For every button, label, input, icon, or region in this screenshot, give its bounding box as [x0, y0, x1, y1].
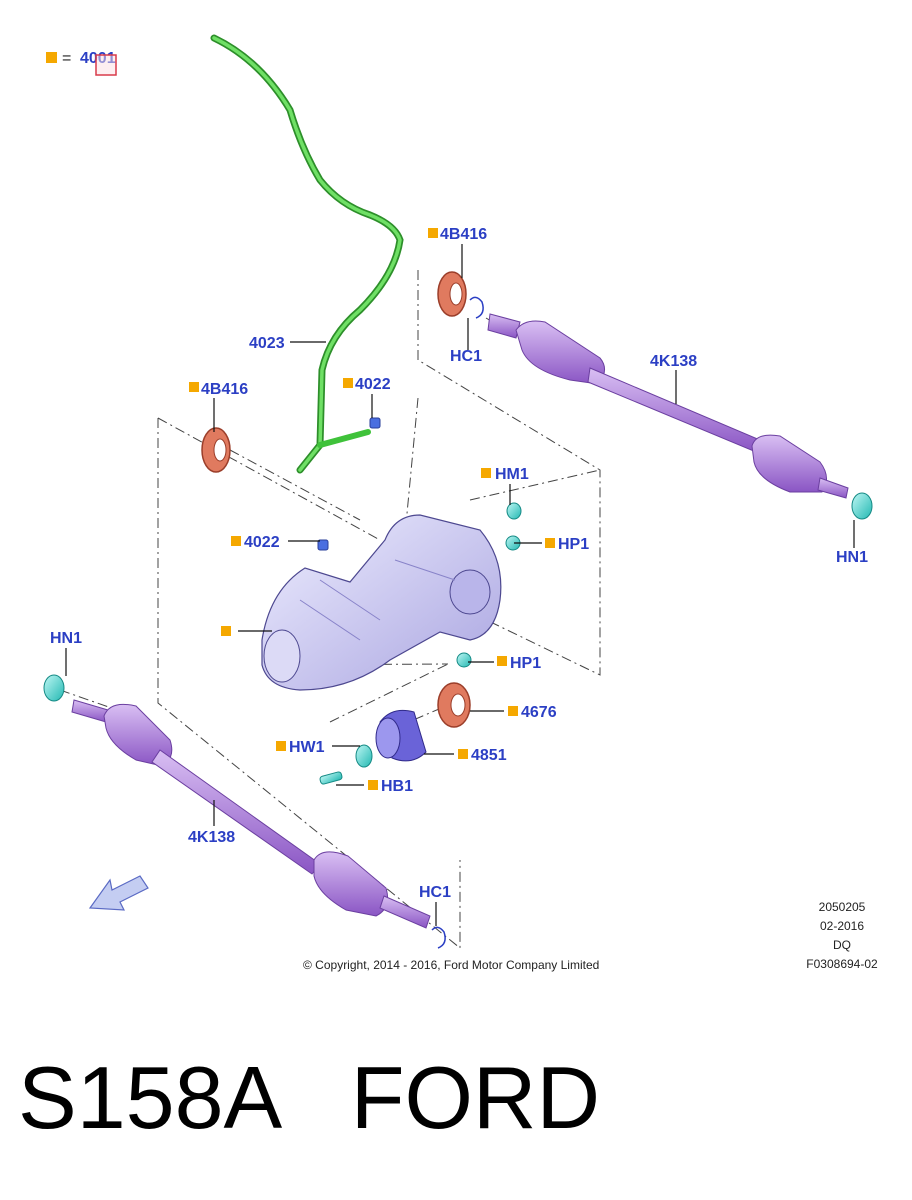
nut-hn1-right	[851, 492, 873, 520]
reference-number: 2050205	[819, 900, 866, 914]
callout-hn1-left: HN1	[50, 630, 82, 647]
seal-4b416-right	[437, 271, 467, 317]
clip-hc1-right	[469, 296, 484, 319]
brand-name: FORD	[350, 1048, 601, 1147]
bearing-4851	[375, 709, 427, 762]
legend: = 4001	[46, 50, 117, 76]
model-code: S158A	[18, 1048, 278, 1147]
vent-4022-lower	[317, 539, 329, 551]
legend-equals: =	[62, 50, 71, 67]
boundary-right	[417, 270, 601, 676]
nut-hn1-left	[43, 674, 65, 702]
right-drive-shaft	[487, 313, 849, 499]
highlight-box[interactable]	[95, 54, 117, 76]
callout-hp1-lower: HP1	[510, 655, 541, 672]
callout-4676: 4676	[521, 704, 557, 721]
figure-code: DQ	[833, 938, 851, 952]
callout-4022-upper: 4022	[355, 376, 391, 393]
seal-4676	[437, 682, 471, 728]
callout-4023: 4023	[249, 335, 285, 352]
callout-4k138-left: 4K138	[188, 829, 235, 846]
callout-4b416-right: 4B416	[440, 226, 487, 243]
plug-hp1-lower	[456, 652, 472, 668]
footer-title: S158A FORD	[18, 1048, 600, 1148]
callout-labels: 4B416 HC1 4K138 HN1 4B416 4023 4022 HM1 …	[50, 226, 868, 901]
callout-hc1-left: HC1	[419, 884, 451, 901]
leader-lines	[65, 244, 855, 926]
copyright-text: © Copyright, 2014 - 2016, Ford Motor Com…	[303, 958, 599, 972]
figure-meta: © Copyright, 2014 - 2016, Ford Motor Com…	[303, 900, 878, 972]
figure-id: F0308694-02	[806, 957, 878, 971]
rear-drive-unit-housing	[261, 514, 502, 691]
boundary-link	[157, 417, 601, 541]
callout-hb1: HB1	[381, 778, 413, 795]
callout-4851: 4851	[471, 747, 507, 764]
callout-hn1-right: HN1	[836, 549, 868, 566]
seal-4b416-left	[201, 427, 231, 473]
vent-tube	[210, 34, 404, 474]
boundary-left	[157, 418, 461, 950]
callout-4b416-left: 4B416	[201, 381, 248, 398]
callout-4k138-right: 4K138	[650, 353, 697, 370]
bolt-hm1	[506, 502, 522, 520]
title-gap	[277, 1048, 350, 1147]
callout-4022-lower: 4022	[244, 534, 280, 551]
callout-hm1: HM1	[495, 466, 529, 483]
callout-hc1-right: HC1	[450, 348, 482, 365]
rear-drive-unit-diagram: = 4001	[43, 34, 878, 972]
washer-hw1	[355, 744, 373, 768]
left-drive-shaft	[71, 699, 431, 929]
front-direction-arrow-icon	[88, 875, 149, 911]
vent-4022-upper	[369, 417, 381, 429]
legend-bullet-icon	[46, 52, 57, 63]
callout-bullets	[189, 228, 555, 790]
figure-date: 02-2016	[820, 919, 864, 933]
callout-hp1-upper: HP1	[558, 536, 589, 553]
callout-hw1: HW1	[289, 739, 325, 756]
clip-hc1-left	[431, 926, 446, 949]
bolt-hb1	[319, 771, 343, 785]
